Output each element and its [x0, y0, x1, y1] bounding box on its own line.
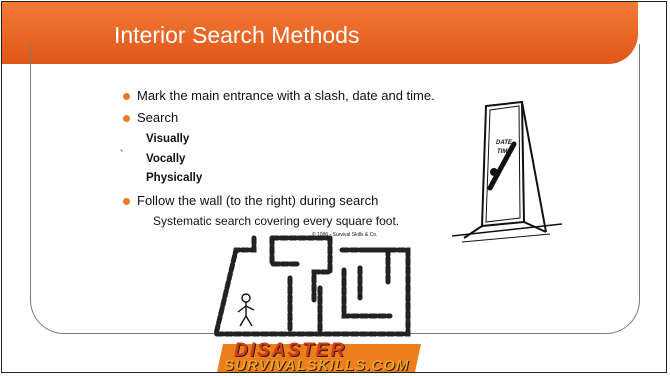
door-illustration	[451, 100, 563, 243]
maze-copyright: © 1996 - Survival Skills & Co.	[312, 232, 378, 238]
logo-bottom-text: SURVIVALSKILLS.COM	[224, 357, 410, 374]
maze-illustration	[212, 235, 411, 337]
disaster-survival-skills-logo: DISASTER SURVIVALSKILLS.COM	[212, 340, 462, 374]
title-bar: Interior Search Methods	[2, 2, 638, 64]
door-label-date: DATE	[496, 140, 512, 146]
door-label-time: TIME	[497, 149, 512, 155]
slide-title: Interior Search Methods	[114, 22, 360, 48]
logo-top-text: DISASTER	[234, 340, 347, 361]
